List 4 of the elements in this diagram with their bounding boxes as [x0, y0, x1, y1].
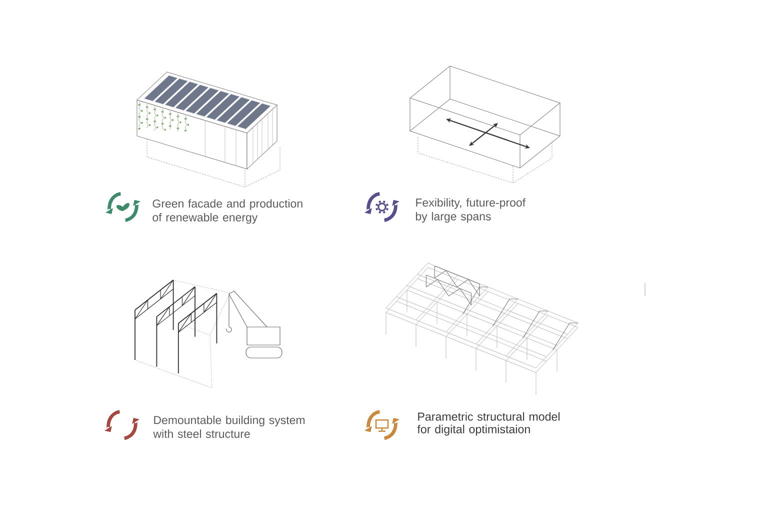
caption-text: Green facade and production of renewable energy [152, 199, 302, 224]
caption-text: Demountable building system with steel structure [153, 416, 305, 438]
caption-text: Fexibility, future-proof by large spans [416, 198, 526, 223]
caption-text: Parametric structural model for digital optimistaion [417, 412, 560, 436]
